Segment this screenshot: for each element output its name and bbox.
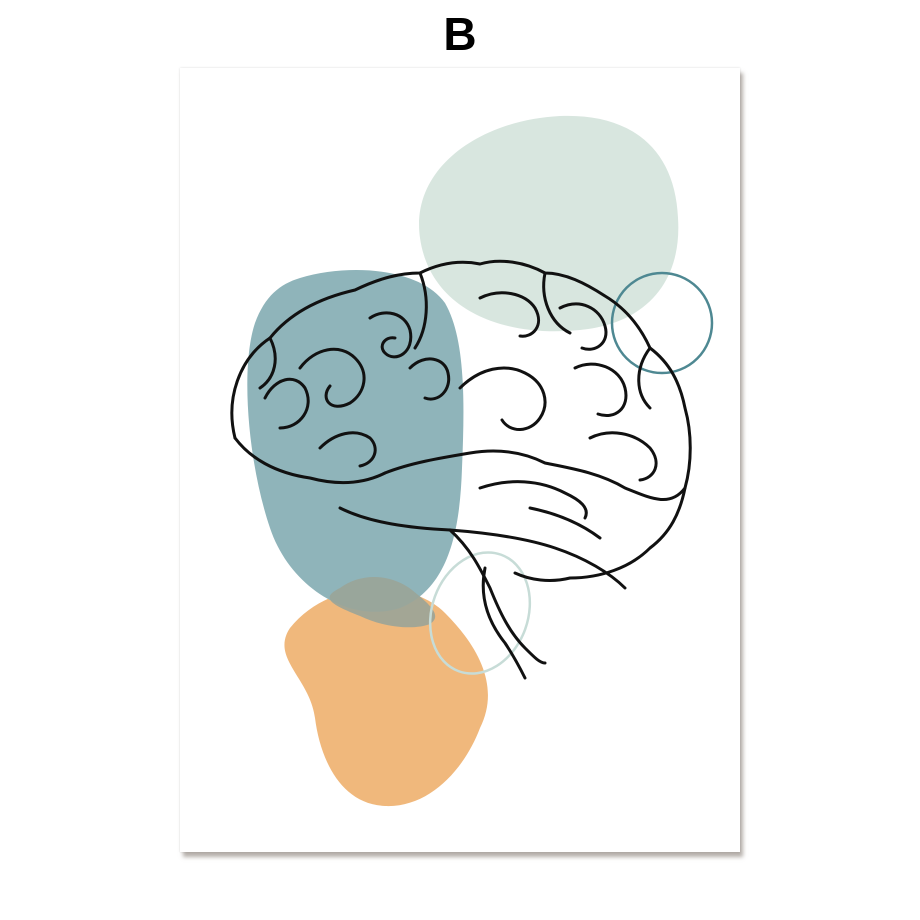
poster-print (180, 68, 740, 852)
variant-label: B (443, 8, 477, 60)
pale-ring (428, 551, 532, 675)
orange-blob (284, 588, 488, 807)
brain-line-drawing (230, 259, 692, 680)
teal-blob (247, 270, 464, 612)
blob-overlap (329, 576, 436, 628)
brain-artwork (230, 115, 714, 807)
mint-blob (419, 115, 679, 332)
teal-ring (610, 271, 714, 375)
